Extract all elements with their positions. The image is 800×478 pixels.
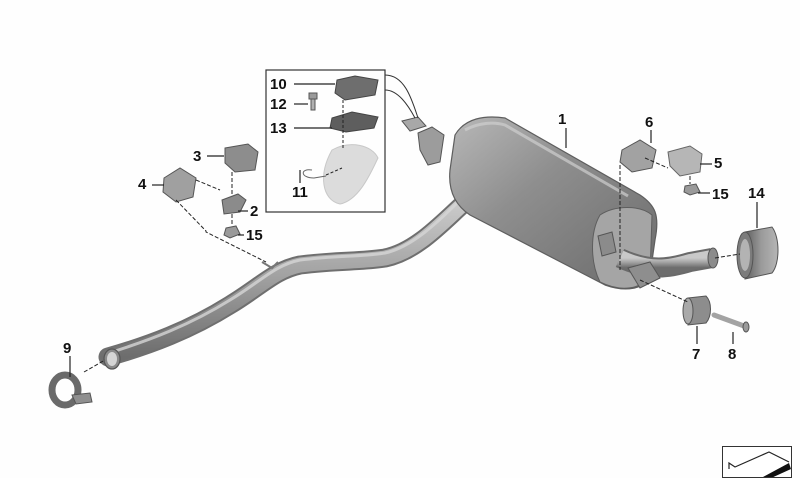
callout-10[interactable]: 10: [270, 76, 287, 93]
callout-15-right[interactable]: 15: [712, 186, 729, 203]
callout-15-left[interactable]: 15: [246, 227, 263, 244]
callout-2[interactable]: 2: [250, 203, 259, 220]
bushing: [682, 295, 711, 326]
callout-5[interactable]: 5: [714, 155, 723, 172]
callout-8[interactable]: 8: [728, 346, 737, 363]
diagram-symbol-box: [722, 446, 792, 478]
callout-11[interactable]: 11: [292, 184, 308, 201]
tailpipe-trim: [736, 226, 779, 280]
intermediate-pipe: [98, 195, 472, 370]
callout-14[interactable]: 14: [748, 185, 765, 202]
right-mount-group: [619, 139, 703, 196]
assembly-lines: [83, 157, 741, 373]
left-mount-group: [162, 143, 259, 239]
callout-6[interactable]: 6: [645, 114, 654, 131]
clamp: [48, 371, 93, 409]
callout-13[interactable]: 13: [270, 120, 287, 137]
callout-1[interactable]: 1: [558, 111, 567, 128]
callout-3[interactable]: 3: [193, 148, 202, 165]
callout-12[interactable]: 12: [270, 96, 287, 113]
bolt: [711, 312, 750, 333]
callout-4[interactable]: 4: [138, 176, 147, 193]
callout-9[interactable]: 9: [63, 340, 72, 357]
leader-lines: [69, 83, 758, 377]
detail-box: [265, 69, 419, 213]
rear-silencer: [401, 116, 719, 290]
callout-7[interactable]: 7: [692, 346, 701, 363]
